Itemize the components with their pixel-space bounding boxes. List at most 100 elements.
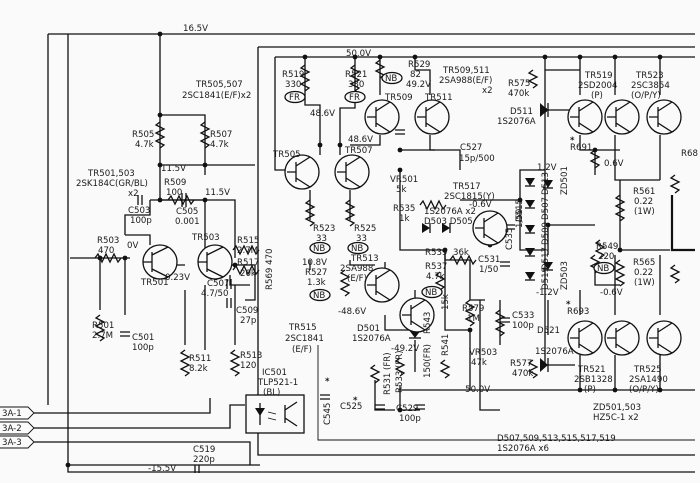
connector-label: 3A-3 bbox=[2, 438, 22, 448]
label-tr519-b: 2SD2004 bbox=[578, 81, 617, 91]
label-r541-val: 15k bbox=[441, 294, 451, 310]
label-c529-a: C529 bbox=[396, 404, 418, 414]
voltage-0-6v: 0.6V bbox=[604, 159, 624, 169]
label-tr505-507-a: TR505,507 bbox=[195, 80, 243, 90]
label-c507-b: 4.7/50 bbox=[201, 289, 229, 299]
label-d503-505-b: D503 D505 bbox=[424, 217, 473, 227]
label-r531: R531 bbox=[383, 373, 393, 395]
reference-labels: TR501 TR503 TR505 TR507 TR509 TR511 D513… bbox=[140, 93, 698, 425]
label-tr515-a: TR515 bbox=[288, 323, 317, 333]
label-tr501-503-a: TR501,503 bbox=[87, 169, 135, 179]
label-tr517-a: TR517 bbox=[452, 182, 481, 192]
rail-label-50v: 50.0V bbox=[346, 49, 371, 59]
label-ic501-a: IC501 bbox=[262, 368, 287, 378]
tag-nb-r525: NB bbox=[347, 241, 369, 255]
label-r509-a: R509 bbox=[164, 178, 186, 188]
tag-text: NB bbox=[351, 244, 363, 254]
label-r503-b: 470 bbox=[98, 246, 114, 256]
label-c527-b: 15p/500 bbox=[459, 154, 495, 164]
rail-label-16-5v: 16.5V bbox=[183, 24, 208, 34]
label-tr519-a: TR519 bbox=[584, 71, 613, 81]
label-d507: D507 bbox=[541, 197, 551, 220]
label-tr517-b: 2SC1815(Y) bbox=[444, 192, 495, 202]
label-r575-b: 470k bbox=[508, 89, 529, 99]
label-vr503-a: VR503 bbox=[469, 348, 497, 358]
label-c507-a: C507 bbox=[207, 279, 229, 289]
label-d519: D519 bbox=[541, 267, 551, 290]
label-r525-a: R525 bbox=[354, 224, 376, 234]
label-tr521-c: (P) bbox=[584, 385, 596, 395]
label-r539-b: 36k bbox=[453, 248, 469, 258]
label-r501-a: R501 bbox=[92, 321, 114, 331]
tag-text: FR bbox=[349, 93, 360, 103]
voltage-0-23v: 0.23V bbox=[165, 273, 190, 283]
label-r543: R543 bbox=[423, 312, 433, 334]
label-r569: R569 470 bbox=[265, 248, 275, 290]
label-c509-a: C509 bbox=[236, 306, 258, 316]
label-r519-a: R519 bbox=[282, 70, 304, 80]
label-r531-val: (FR) bbox=[383, 352, 393, 370]
label-tr515-b: 2SC1841 bbox=[285, 334, 324, 344]
marker-asterisk: * bbox=[570, 136, 575, 146]
tag-nb-r537: NB bbox=[421, 285, 443, 299]
rail-label-neg-50v: -50.0V bbox=[462, 385, 490, 395]
label-tr525-a: TR525 bbox=[633, 365, 662, 375]
label-r537-b: 4.7k bbox=[426, 272, 445, 282]
optocoupler-ic501 bbox=[245, 394, 305, 434]
label-diodes-note-a: D507,509,513,515,517,519 bbox=[497, 434, 616, 444]
voltage-49-2v: 49.2V bbox=[406, 80, 431, 90]
label-tr523-b: 2SC3854 bbox=[631, 81, 670, 91]
label-r693: R693 bbox=[567, 307, 589, 317]
label-r509-b: 100 bbox=[166, 188, 182, 198]
label-d501-b: 1S2076A bbox=[352, 334, 391, 344]
label-r511-a: R511 bbox=[189, 354, 211, 364]
tag-text: NB bbox=[597, 264, 609, 274]
voltage-1-2v: 1.2V bbox=[537, 163, 557, 173]
voltage-0v: 0V bbox=[127, 241, 138, 251]
label-c545: C545 bbox=[323, 403, 333, 425]
marker-asterisk: * bbox=[566, 300, 571, 310]
label-r507-b: 4.7k bbox=[210, 140, 229, 150]
tag-text: NB bbox=[385, 74, 397, 84]
label-c535-b: 1/50 bbox=[515, 209, 525, 228]
label-tr525-b: 2SA1490 bbox=[629, 375, 668, 385]
label-c529-b: 100p bbox=[399, 414, 421, 424]
label-c525: C525 bbox=[340, 402, 362, 412]
label-c533-b: 100p bbox=[512, 321, 534, 331]
voltage-neg-49-2v: -49.2V bbox=[391, 344, 419, 354]
label-ic501-c: (BL) bbox=[263, 388, 280, 398]
voltage-neg-0-6v-a: -0.6V bbox=[469, 200, 492, 210]
label-tr501: TR501 bbox=[140, 278, 169, 288]
label-tr521-b: 2SB1328 bbox=[574, 375, 613, 385]
label-r691: R691 bbox=[570, 143, 592, 153]
label-tr505-507-b: 2SC1841(E/F)x2 bbox=[182, 91, 251, 101]
label-r565-c: (1W) bbox=[634, 278, 655, 288]
voltage-11-5v-a: 11.5V bbox=[161, 164, 186, 174]
label-d511-b: 1S2076A bbox=[497, 117, 536, 127]
label-zd503: ZD503 bbox=[560, 261, 570, 290]
tag-nb-r523: NB bbox=[309, 241, 331, 255]
label-c533-a: C533 bbox=[512, 311, 534, 321]
label-vr501-a: VR501 bbox=[390, 175, 418, 185]
marker-asterisk: * bbox=[325, 377, 330, 387]
label-r505-a: R505 bbox=[132, 130, 154, 140]
label-tr521-a: TR521 bbox=[577, 365, 606, 375]
resistor-symbols bbox=[94, 59, 681, 384]
label-r565-a: R565 bbox=[633, 258, 655, 268]
label-r533: R533 bbox=[395, 371, 405, 393]
label-tr509-511-a: TR509,511 bbox=[442, 66, 490, 76]
label-r525-b: 33 bbox=[356, 234, 367, 244]
tag-text: FR bbox=[289, 93, 300, 103]
label-r561-a: R561 bbox=[633, 187, 655, 197]
tag-text: NB bbox=[313, 244, 325, 254]
label-tr509-511-c: x2 bbox=[482, 86, 493, 96]
label-r579-a: R579 bbox=[462, 304, 484, 314]
tag-nb-r549: NB bbox=[593, 261, 615, 275]
label-c527-a: C527 bbox=[460, 143, 482, 153]
label-r507-a: R507 bbox=[210, 130, 232, 140]
label-r541: R541 bbox=[441, 334, 451, 356]
tag-fr-r521: FR bbox=[344, 90, 366, 104]
label-tr523-a: TR523 bbox=[635, 71, 664, 81]
label-r517-a: R517 bbox=[237, 258, 259, 268]
label-d515: D515 bbox=[515, 199, 525, 222]
